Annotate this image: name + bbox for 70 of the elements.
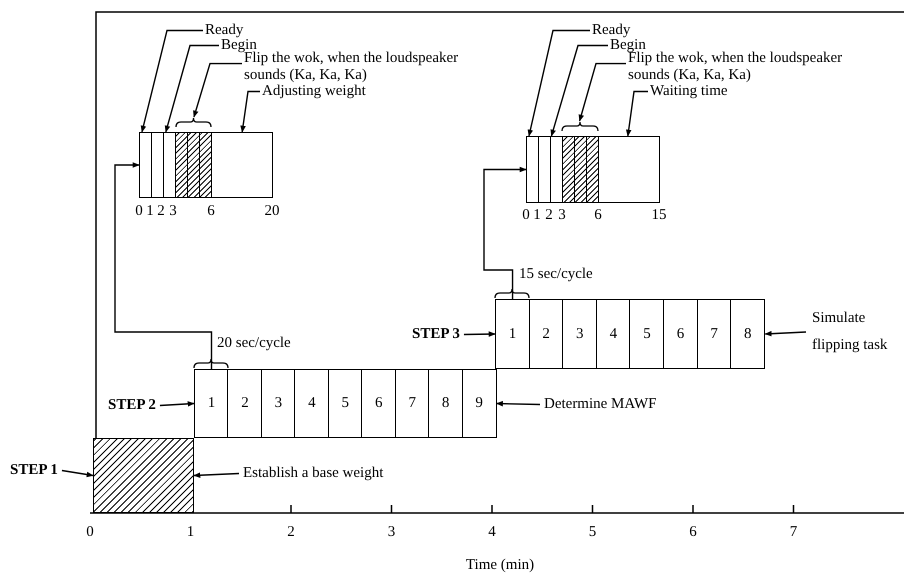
edge-label: 15 sec/cycle — [518, 266, 594, 283]
connector-arrow — [114, 162, 212, 369]
step-label: STEP 2 — [108, 397, 156, 414]
arrow — [464, 331, 496, 337]
annotation-text: Ready — [205, 22, 244, 39]
cycle-cell: 8 — [730, 299, 766, 369]
scale-label: 3 — [558, 207, 566, 224]
leader-arrow — [140, 30, 203, 133]
scale-label: 0 — [135, 203, 143, 220]
cycle-cell: 7 — [696, 299, 732, 369]
axis-tick-label: 1 — [186, 524, 194, 541]
axis-tick-label: 0 — [86, 524, 94, 541]
axis-tick-label: 2 — [287, 524, 295, 541]
connector-arrow — [483, 166, 527, 299]
step-label: STEP 1 — [10, 462, 58, 479]
leader-arrow — [550, 44, 608, 137]
cycle-cell: 1 — [495, 299, 530, 369]
scale-label: 2 — [157, 203, 165, 220]
annotation-text: Waiting time — [650, 83, 728, 100]
cycle-timeline-bar — [526, 136, 660, 203]
cycle-cell: 6 — [663, 299, 698, 369]
cycle-cell: 5 — [328, 369, 363, 438]
scale-label: 2 — [545, 207, 553, 224]
scale-label: 1 — [533, 207, 541, 224]
leader-arrow — [164, 44, 219, 133]
axis-tick-label: 4 — [488, 524, 496, 541]
arrow — [496, 400, 540, 406]
scale-label: 0 — [522, 207, 530, 224]
scale-label: 6 — [594, 207, 602, 224]
leader-arrow — [578, 62, 626, 122]
leader-arrow — [528, 30, 590, 137]
annotation-text: Begin — [610, 37, 646, 54]
hatched-block — [93, 438, 194, 513]
cycle-cell: 2 — [528, 299, 564, 369]
step-label: STEP 3 — [412, 326, 460, 343]
cycle-timeline-bar — [139, 132, 273, 198]
cycle-cell: 1 — [194, 369, 229, 438]
axis-tick-label: 3 — [388, 524, 396, 541]
cycle-cell: 2 — [227, 369, 262, 438]
arrow — [764, 330, 806, 336]
scale-label: 6 — [207, 203, 215, 220]
leader-arrow — [626, 90, 648, 137]
axis-tick-label: 6 — [689, 524, 697, 541]
cycle-cell: 6 — [361, 369, 396, 438]
axis-tick-label: 5 — [588, 524, 596, 541]
annotation-text: Determine MAWF — [544, 396, 657, 413]
edge-label: 20 sec/cycle — [216, 335, 292, 352]
scale-label: 3 — [169, 203, 177, 220]
cycle-cell: 3 — [260, 369, 296, 438]
leader-arrow — [240, 90, 260, 133]
cycle-cell: 9 — [462, 369, 497, 438]
cycle-cell: 4 — [294, 369, 330, 438]
cycle-cell: 8 — [428, 369, 464, 438]
annotation-text: Simulate flipping task — [812, 305, 902, 359]
cycle-cell: 4 — [596, 299, 631, 369]
cycle-cell: 3 — [562, 299, 598, 369]
scale-label: 1 — [146, 203, 154, 220]
annotation-text: Adjusting weight — [262, 83, 366, 100]
axis-title: Time (min) — [466, 557, 534, 574]
leader-arrow — [193, 62, 242, 118]
leader-arrow — [62, 470, 94, 478]
axis-tick-label: 7 — [790, 524, 798, 541]
cycle-cell: 5 — [629, 299, 664, 369]
arrow — [160, 401, 195, 407]
scale-label: 15 — [652, 207, 666, 224]
leader-arrow — [193, 472, 240, 478]
cycle-cell: 7 — [394, 369, 430, 438]
annotation-text: Ready — [592, 22, 630, 39]
scale-label: 20 — [264, 203, 280, 220]
annotation-text: Establish a base weight — [243, 465, 384, 482]
